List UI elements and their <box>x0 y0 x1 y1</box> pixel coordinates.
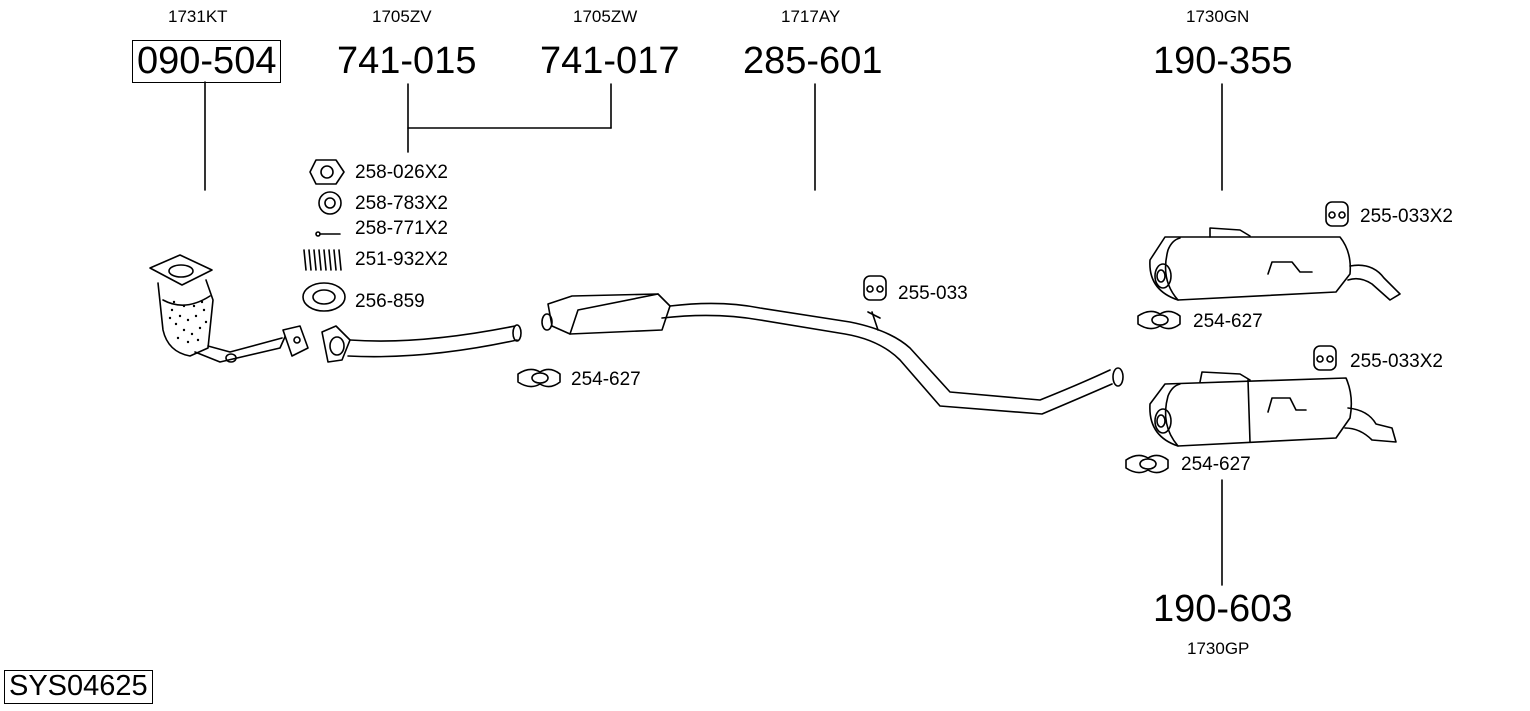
hardware-label: 255-033 <box>898 283 968 304</box>
component-ref-code: 1705ZV <box>372 7 432 26</box>
hardware-label: 258-026X2 <box>355 162 448 183</box>
component-part-number: 741-017 <box>540 40 680 82</box>
pipe-clamp-icon <box>517 368 561 388</box>
component-part-number: 285-601 <box>743 40 883 82</box>
hardware-label: 258-783X2 <box>355 193 448 214</box>
component-part-number: 190-603 <box>1153 588 1293 630</box>
hardware-label: 251-932X2 <box>355 249 448 270</box>
hardware-label: 256-859 <box>355 291 425 312</box>
rubber-mount-icon <box>1313 345 1337 371</box>
component-ref-code: 1731KT <box>168 7 228 26</box>
pipe-clamp-icon <box>1137 310 1181 330</box>
hardware-label: 255-033X2 <box>1350 351 1443 372</box>
component-part-number: 741-015 <box>337 40 477 82</box>
pipe-clamp-icon <box>1125 454 1169 474</box>
component-part-number: 190-355 <box>1153 40 1293 82</box>
component-ref-code: 1705ZW <box>573 7 638 26</box>
rear-silencer-lower-drawing <box>1149 371 1397 447</box>
hardware-label: 255-033X2 <box>1360 206 1453 227</box>
component-ref-code: 1730GN <box>1186 7 1250 26</box>
component-ref-code: 1717AY <box>781 7 841 26</box>
spring-icon <box>303 249 342 271</box>
hex-nut-icon <box>309 159 345 185</box>
bolt-icon <box>315 231 341 237</box>
front-pipe-drawing <box>321 324 522 363</box>
rubber-mount-icon <box>863 275 887 301</box>
gasket-ring-icon <box>302 282 346 312</box>
leader-lines <box>204 81 1223 586</box>
hardware-label: 254-627 <box>571 369 641 390</box>
center-silencer-drawing <box>541 293 1124 415</box>
hardware-label: 254-627 <box>1193 311 1263 332</box>
component-part-number: 090-504 <box>132 40 282 83</box>
washer-icon <box>318 191 342 215</box>
catalytic-converter-drawing <box>149 254 309 363</box>
component-ref-code: 1730GP <box>1187 639 1250 658</box>
rear-silencer-upper-drawing <box>1149 227 1401 301</box>
diagram-id: SYS04625 <box>4 670 153 704</box>
rubber-mount-icon <box>1325 201 1349 227</box>
hardware-label: 254-627 <box>1181 454 1251 475</box>
hardware-label: 258-771X2 <box>355 218 448 239</box>
